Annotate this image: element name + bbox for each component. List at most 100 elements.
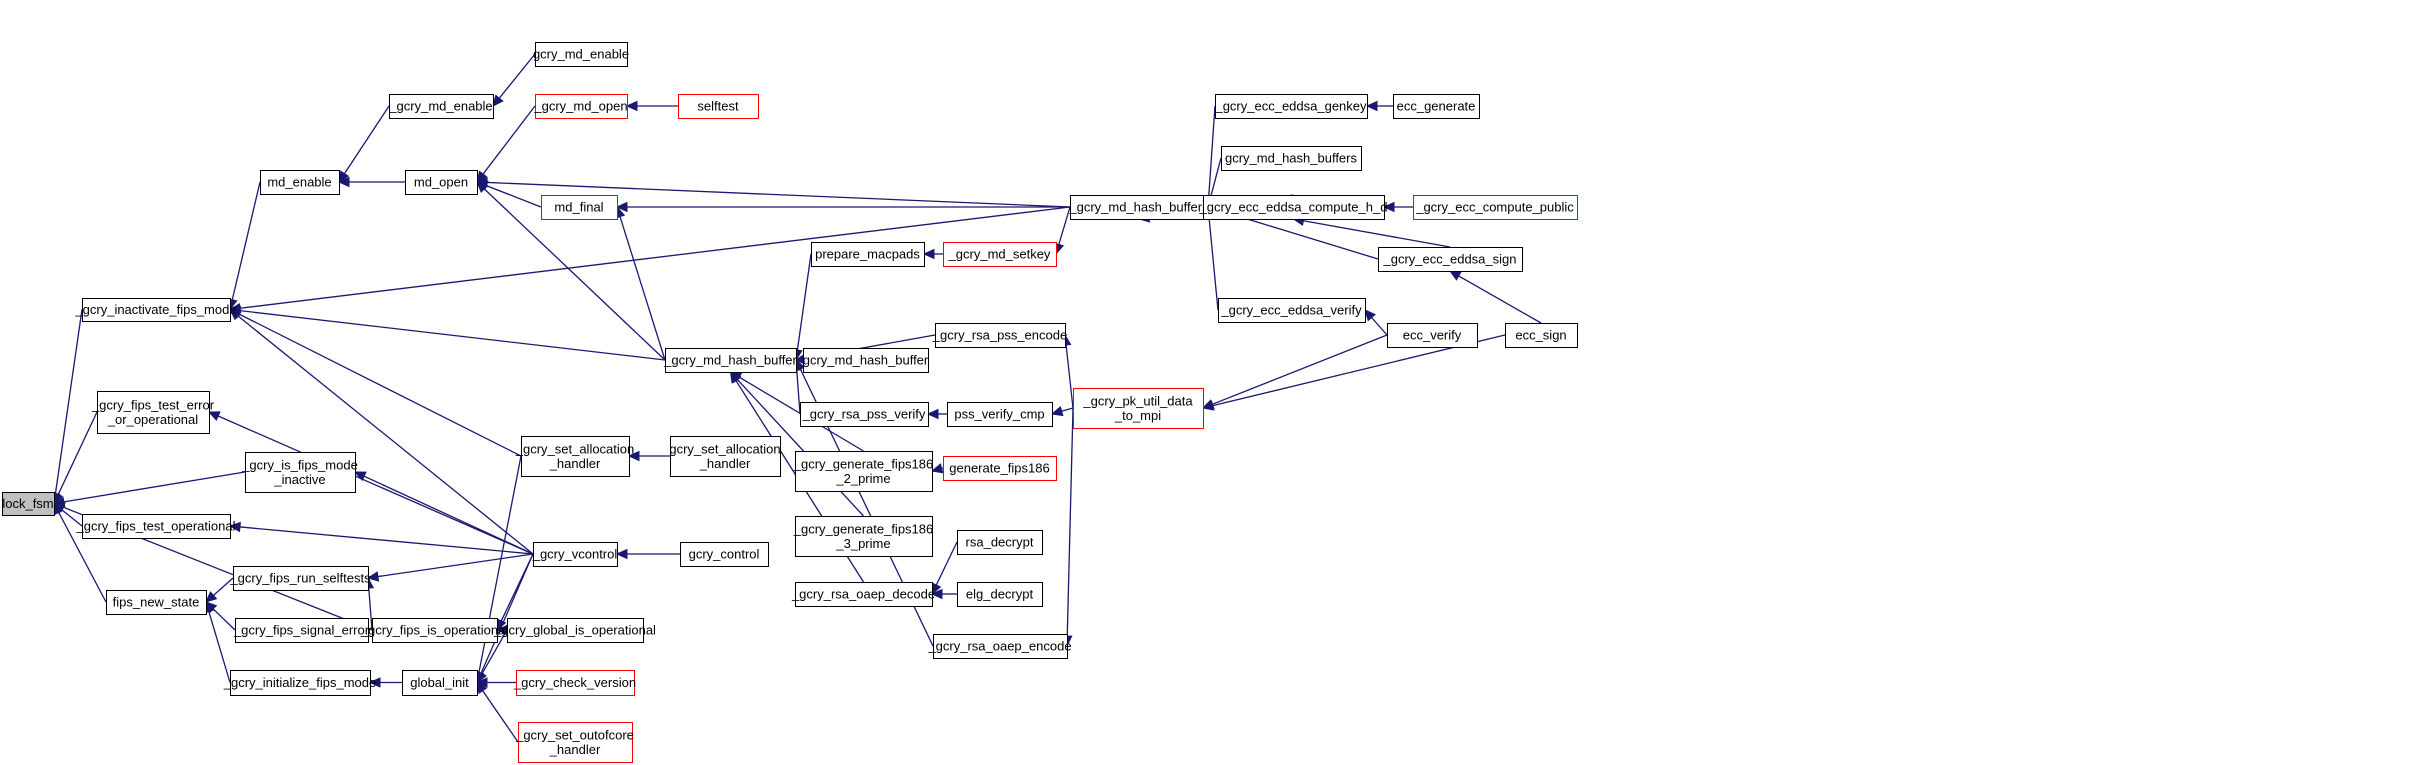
call-edge-ecc_verify-to-gcry_ecc_eddsa_verify [1364,309,1388,336]
node-md-open[interactable]: md_open [405,170,478,195]
node-box [82,298,231,322]
node-gcry-control[interactable]: gcry_control [680,542,769,567]
node-gcry-rsa-pss-encode[interactable]: _gcry_rsa_pss_encode [932,323,1067,348]
call-edge-gcry_md_enable_internal-to-md_enable [338,105,390,184]
node-label: _gcry_fips_signal_error [233,623,370,638]
node-md-final[interactable]: md_final [541,195,618,220]
arrowhead-icon [229,308,242,321]
node-label: _gcry_md_setkey [948,247,1051,262]
node-gcry-md-setkey[interactable]: _gcry_md_setkey [943,242,1057,267]
node-gcry-ecc-compute-public[interactable]: _gcry_ecc_compute_public [1413,195,1578,220]
node-ecc-sign[interactable]: ecc_sign [1505,323,1578,348]
node-gcry-generate-fips186-2-prime[interactable]: _gcry_generate_fips186_2_prime [793,451,934,492]
node-box [943,456,1057,481]
edge-line [61,509,83,527]
node-gcry-md-enable[interactable]: gcry_md_enable [533,42,629,67]
node-gcry-pk-util-data-to-mpi[interactable]: _gcry_pk_util_data_to_mpi [1073,388,1204,429]
node-box [795,582,933,607]
node-rsa-decrypt[interactable]: rsa_decrypt [957,530,1043,555]
node-box [82,514,231,539]
node-label: _gcry_inactivate_fips_mode [74,302,236,317]
node-gcry-fips-test-error-or-operational[interactable]: _gcry_fips_test_error_or_operational [91,391,215,434]
node-box [795,516,933,557]
node-gcry-set-allocation-handler[interactable]: gcry_set_allocation_handler [669,436,781,477]
node-label: generate_fips186 [949,461,1049,476]
node-gcry-global-is-operational[interactable]: _gcry_global_is_operational [493,618,656,643]
edge-line [231,181,261,300]
call-edge-gcry_md_hash_buffers_internal-to-md_final [615,201,1070,213]
node-box [803,348,929,373]
edge-line [481,629,508,675]
node-gcry-check-version[interactable]: _gcry_check_version [513,670,636,696]
call-edge-md_open-to-md_enable [337,176,405,188]
node-label: ecc_sign [1515,328,1566,343]
node-gcry-md-enable-internal[interactable]: _gcry_md_enable [388,94,494,119]
node-gcry-generate-fips186-3-prime[interactable]: _gcry_generate_fips186_3_prime [793,516,934,557]
node-pss-verify-cmp[interactable]: pss_verify_cmp [947,402,1053,427]
node-ecc-generate[interactable]: ecc_generate [1393,94,1480,119]
node-gcry-md-hash-buffers-internal[interactable]: _gcry_md_hash_buffers [1068,195,1209,220]
function-nodes: lock_fsm _gcry_inactivate_fips_mode _gcry_… [2,42,1578,763]
node-ecc-verify[interactable]: ecc_verify [1387,323,1478,348]
node-label: pss_verify_cmp [954,407,1044,422]
node-box [405,170,478,195]
node-gcry-rsa-oaep-decode[interactable]: _gcry_rsa_oaep_decode [791,582,935,607]
node-label: _gcry_md_hash_buffer [663,353,797,368]
node-gcry-fips-run-selftests[interactable]: _gcry_fips_run_selftests [229,566,371,591]
node-prepare-macpads[interactable]: prepare_macpads [811,242,925,267]
node-elg-decrypt[interactable]: elg_decrypt [957,582,1043,607]
node-gcry-fips-test-operational[interactable]: _gcry_fips_test_operational [76,514,236,539]
node-gcry-vcontrol[interactable]: _gcry_vcontrol [532,542,618,567]
node-md-enable[interactable]: md_enable [260,170,340,195]
node-gcry-set-allocation-handler-internal[interactable]: _gcry_set_allocation_handler [515,436,635,477]
call-edge-gcry_is_fips_mode_inactive-to-lock_fsm [52,471,246,507]
node-gcry-md-hash-buffers[interactable]: gcry_md_hash_buffers [1221,146,1362,171]
node-gcry-ecc-eddsa-verify[interactable]: _gcry_ecc_eddsa_verify [1218,298,1366,323]
node-label: _gcry_ecc_eddsa_compute_h_d [1199,200,1388,215]
call-edge-gcry_md_open-to-md_open [476,105,536,183]
node-box [1218,298,1366,323]
arrowhead-icon [366,571,380,582]
arrowhead-icon [615,201,628,213]
node-fips-new-state[interactable]: fips_new_state [106,590,207,615]
arrowhead-icon [52,502,66,513]
edge-line [343,105,390,175]
edge-line [480,553,534,674]
node-gcry-set-outofcore-handler[interactable]: _gcry_set_outofcore_handler [515,722,634,763]
node-box [1505,323,1578,348]
call-edge-gcry_inactivate_fips_mode-to-lock_fsm [50,309,83,505]
node-gcry-fips-signal-error[interactable]: _gcry_fips_signal_error [233,618,370,643]
node-generate-fips186[interactable]: generate_fips186 [943,456,1057,481]
arrowhead-icon [930,463,944,474]
node-gcry-fips-is-operational[interactable]: _gcry_fips_is_operational [360,618,509,643]
node-gcry-ecc-eddsa-genkey[interactable]: _gcry_ecc_eddsa_genkey [1214,94,1368,119]
node-gcry-inactivate-fips-mode[interactable]: _gcry_inactivate_fips_mode [74,298,237,322]
call-edge-gcry_set_outofcore_handler-to-global_init [476,681,519,743]
node-label: md_open [414,175,468,190]
node-gcry-ecc-eddsa-sign[interactable]: _gcry_ecc_eddsa_sign [1378,247,1523,272]
node-gcry-rsa-oaep-encode[interactable]: _gcry_rsa_oaep_encode [927,634,1072,659]
node-box [678,94,759,119]
node-gcry-is-fips-mode-inactive[interactable]: _gcry_is_fips_mode_inactive [241,452,358,493]
arrowhead-icon [368,677,381,688]
node-label: _gcry_fips_test_error [91,397,215,412]
node-box [680,542,769,567]
edge-line [1371,317,1388,336]
node-gcry-initialize-fips-mode[interactable]: _gcry_initialize_fips_mode [223,670,376,696]
edge-line [1058,206,1071,245]
node-label: _to_mpi [1114,408,1161,423]
node-global-init[interactable]: global_init [402,670,478,696]
node-gcry-md-open[interactable]: _gcry_md_open [533,94,628,119]
node-selftest[interactable]: selftest [678,94,759,119]
edge-line [483,188,666,361]
edge-line [377,553,534,578]
node-gcry-md-hash-buffer-internal[interactable]: _gcry_md_hash_buffer [663,348,798,373]
node-label: _gcry_ecc_eddsa_genkey [1214,99,1367,114]
node-gcry-ecc-eddsa-compute-h-d[interactable]: _gcry_ecc_eddsa_compute_h_d [1199,195,1388,220]
call-edge-gcry_md_hash_buffer_internal-to-gcry_inactivate_fips_mode [228,305,666,361]
node-gcry-rsa-pss-verify[interactable]: _gcry_rsa_pss_verify [800,402,929,427]
call-edge-gcry_ecc_eddsa_verify-to-gcry_md_hash_buffers_internal [1203,205,1219,311]
node-box [1387,323,1478,348]
node-lock-fsm[interactable]: lock_fsm [2,492,55,516]
node-gcry-md-hash-buffer[interactable]: gcry_md_hash_buffer [803,348,929,373]
